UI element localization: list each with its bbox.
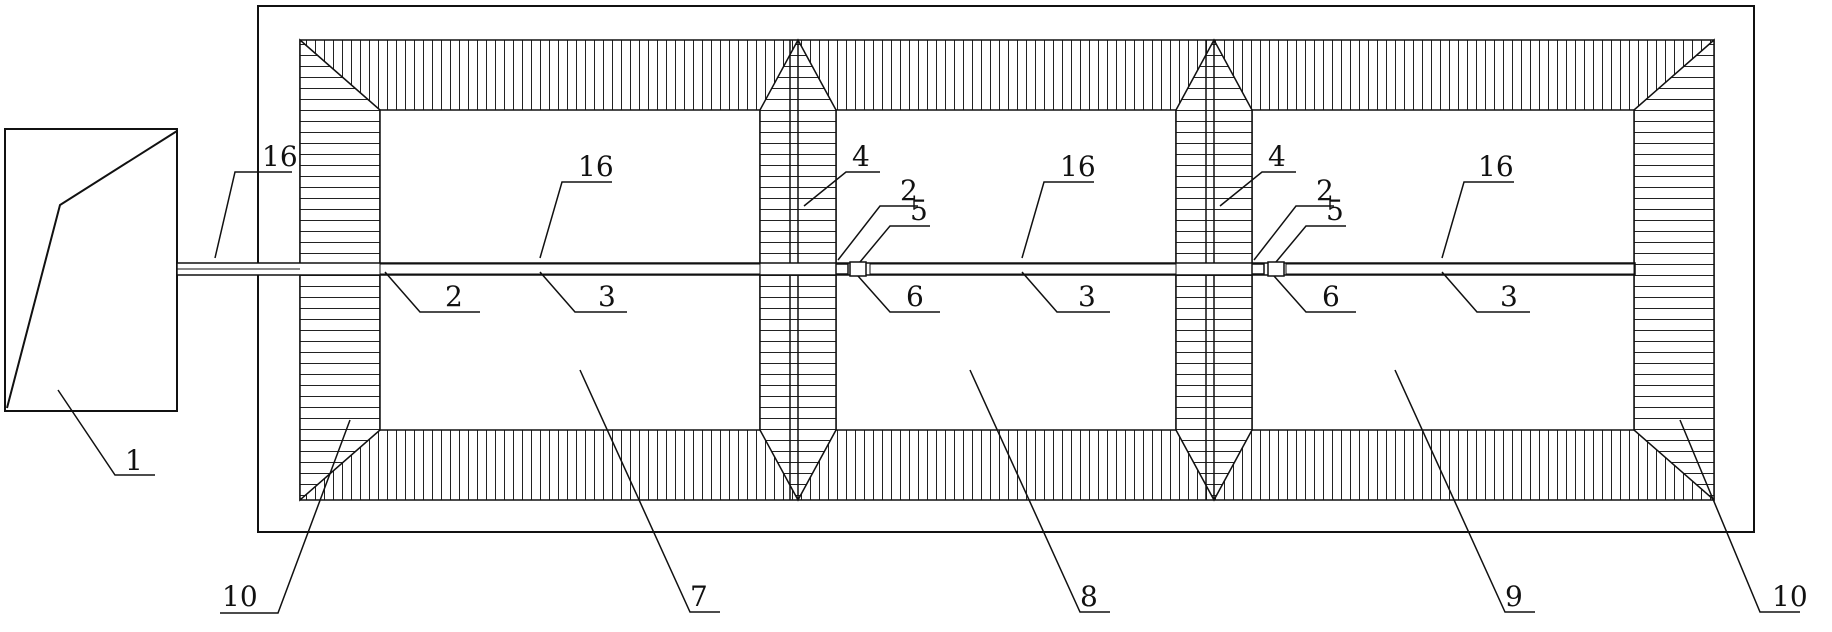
label-pool-2: 8	[1080, 580, 1098, 613]
joint-right	[1267, 261, 1285, 277]
label-pool-1: 7	[690, 580, 708, 613]
sprinkler-pipe-1	[379, 263, 761, 275]
label-partition-right: 4	[1268, 140, 1286, 173]
label-pipe-pool2: 16	[1060, 150, 1096, 183]
label-plug-right: 6	[1322, 280, 1340, 313]
label-sprinkler-3: 3	[1500, 280, 1518, 313]
label-outer-wall-left: 10	[222, 580, 258, 613]
leader-lines	[57, 171, 1800, 614]
joint-mid	[849, 261, 867, 277]
label-pool-3: 9	[1505, 580, 1523, 613]
label-sprinkler-2: 3	[1078, 280, 1096, 313]
valve-right	[1251, 263, 1265, 275]
labels: 1 16 16 16 16 2 3 3 3 4 4 2 2 5 5 6 6 7 …	[125, 140, 1808, 613]
label-plug-mid: 6	[906, 280, 924, 313]
label-outer-wall-right: 10	[1772, 580, 1808, 613]
label-pipe-pool3: 16	[1478, 150, 1514, 183]
label-valve-mid: 2	[900, 174, 918, 207]
valve-mid	[835, 263, 849, 275]
label-pipe-main: 16	[262, 140, 298, 173]
label-valve-right: 2	[1316, 174, 1334, 207]
sprinkler-pipe-3	[1285, 263, 1635, 275]
source-device	[4, 128, 178, 412]
label-joint-right: 5	[1326, 194, 1344, 227]
label-sprinkler-1: 3	[598, 280, 616, 313]
label-valve-left: 2	[445, 280, 463, 313]
label-joint-mid: 5	[910, 194, 928, 227]
label-partition-mid: 4	[852, 140, 870, 173]
right-end-wall	[1633, 38, 1715, 502]
label-pipe-pool1: 16	[578, 150, 614, 183]
label-source-device: 1	[125, 444, 143, 477]
